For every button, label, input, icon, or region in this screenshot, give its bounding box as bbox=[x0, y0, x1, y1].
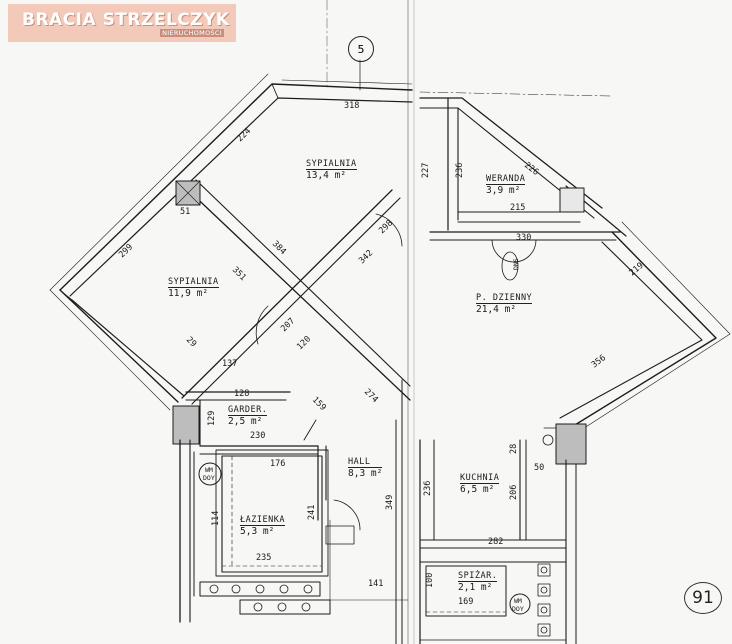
room-label-kuchnia: KUCHNIA 6,5 m² bbox=[460, 473, 500, 495]
dim-label: 330 bbox=[516, 233, 531, 243]
dim-label: 29 bbox=[184, 335, 198, 349]
dim-label: 120 bbox=[295, 334, 313, 352]
room-name: SYPIALNIA bbox=[168, 277, 219, 287]
dim-label: 342 bbox=[357, 248, 375, 266]
dim-label: 114 bbox=[211, 511, 221, 526]
dim-label: 236 bbox=[455, 163, 465, 178]
room-area: 6,5 m² bbox=[460, 482, 500, 495]
dim-label: 235 bbox=[256, 553, 271, 563]
dim-label: 28 bbox=[509, 444, 519, 454]
room-label-sypialnia-2: SYPIALNIA 11,9 m² bbox=[168, 278, 219, 299]
room-label-pokoj-dzienny: P. DZIENNY 21,4 m² bbox=[476, 293, 533, 315]
dim-label: 299 bbox=[117, 242, 135, 260]
room-area: 3,9 m² bbox=[486, 183, 526, 196]
dim-label: 128 bbox=[234, 389, 249, 399]
dim-label: 318 bbox=[344, 101, 359, 111]
room-area: 21,4 m² bbox=[476, 302, 533, 315]
dim-label: 227 bbox=[421, 163, 431, 178]
room-name: WERANDA bbox=[486, 174, 526, 184]
room-area: 2,5 m² bbox=[228, 414, 268, 427]
dim-label: 351 bbox=[230, 265, 248, 283]
vent-label-doy: DOY bbox=[203, 474, 215, 482]
room-area: 5,3 m² bbox=[240, 524, 285, 537]
room-label-hall: HALL 8,3 m² bbox=[348, 457, 383, 479]
room-name: P. DZIENNY bbox=[476, 293, 533, 303]
dim-label: 100 bbox=[425, 573, 435, 588]
axis-marker: 5 bbox=[348, 36, 374, 62]
dim-label: 241 bbox=[307, 505, 317, 520]
dim-label: 298 bbox=[377, 218, 395, 236]
dim-label: 356 bbox=[590, 353, 608, 370]
dim-label: 274 bbox=[362, 387, 380, 405]
room-area: 8,3 m² bbox=[348, 466, 383, 479]
room-label-garder: GARDER. 2,5 m² bbox=[228, 405, 268, 427]
dim-label: 215 bbox=[510, 203, 525, 213]
dim-label: 224 bbox=[235, 126, 253, 144]
company-logo: BRACIA STRZELCZYK NIERUCHOMOŚCI bbox=[8, 4, 236, 42]
dim-label: 129 bbox=[207, 411, 217, 426]
logo-subtitle: NIERUCHOMOŚCI bbox=[160, 29, 224, 37]
sheet-number: 91 bbox=[684, 582, 722, 614]
dim-label: 50 bbox=[534, 463, 544, 473]
dim-label: 159 bbox=[310, 395, 328, 413]
dim-label: 137 bbox=[222, 359, 237, 369]
room-name: GARDER. bbox=[228, 405, 268, 415]
room-name: HALL bbox=[348, 457, 371, 467]
room-label-lazienka: ŁAZIENKA 5,3 m² bbox=[240, 516, 285, 537]
room-area: 13,4 m² bbox=[306, 168, 357, 181]
dim-label: 51 bbox=[180, 207, 190, 217]
room-name: SYPIALNIA bbox=[306, 159, 357, 169]
room-name: KUCHNIA bbox=[460, 473, 500, 483]
vent-label-wm: WM bbox=[205, 466, 213, 474]
dim-label: 206 bbox=[509, 485, 519, 500]
vent-label-wm-2: WM bbox=[514, 597, 522, 605]
dim-label: 141 bbox=[368, 579, 383, 589]
dim-label: 349 bbox=[385, 495, 395, 510]
room-area: 2,1 m² bbox=[458, 580, 498, 593]
room-name: ŁAZIENKA bbox=[240, 515, 285, 525]
room-area: 11,9 m² bbox=[168, 286, 219, 299]
dim-label: 282 bbox=[488, 537, 503, 547]
dim-label: 169 bbox=[458, 597, 473, 607]
room-label-spizarnia: SPIŻAR. 2,1 m² bbox=[458, 571, 498, 593]
vent-label-doy-2: DOY bbox=[512, 605, 524, 613]
room-label-sypialnia-1: SYPIALNIA 13,4 m² bbox=[306, 160, 357, 181]
room-label-weranda: WERANDA 3,9 m² bbox=[486, 174, 526, 196]
dim-label: 207 bbox=[279, 316, 297, 334]
dim-label: 176 bbox=[270, 459, 285, 469]
dim-label: 236 bbox=[423, 481, 433, 496]
dim-label: 230 bbox=[250, 431, 265, 441]
logo-name: BRACIA STRZELCZYK bbox=[22, 10, 230, 30]
door-label: DNS bbox=[512, 258, 520, 270]
room-name: SPIŻAR. bbox=[458, 571, 498, 581]
